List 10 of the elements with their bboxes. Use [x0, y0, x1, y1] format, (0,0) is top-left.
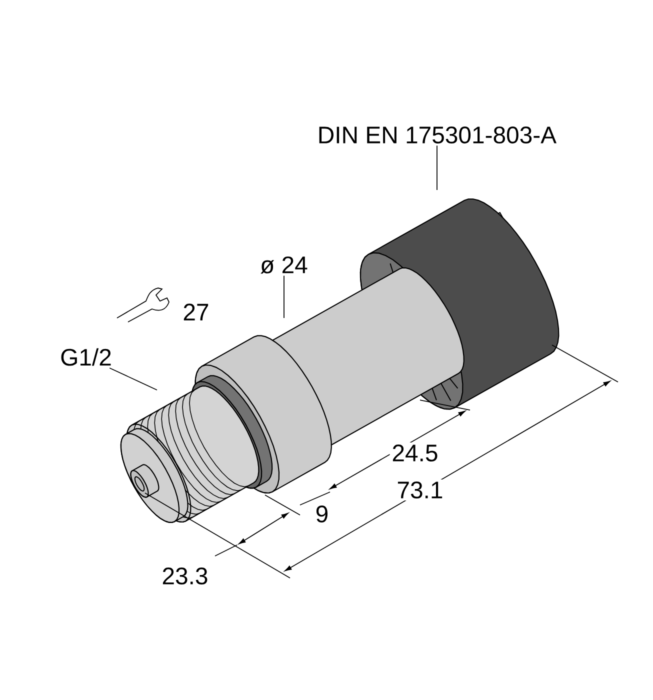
- callout-text: DIN EN 175301-803-A: [319, 126, 556, 144]
- leader-line: [436, 145, 438, 190]
- callout-text: G1/2: [61, 348, 111, 366]
- dimension-label: 23.3: [160, 566, 210, 586]
- leader-line: [109, 368, 158, 390]
- dimension-label: 9: [313, 504, 331, 524]
- callout-text: ø 24: [260, 256, 308, 274]
- dimension-label: 24.5: [390, 442, 440, 464]
- wrench-size: 27: [180, 302, 212, 322]
- dimension-label: 73.1: [394, 480, 446, 500]
